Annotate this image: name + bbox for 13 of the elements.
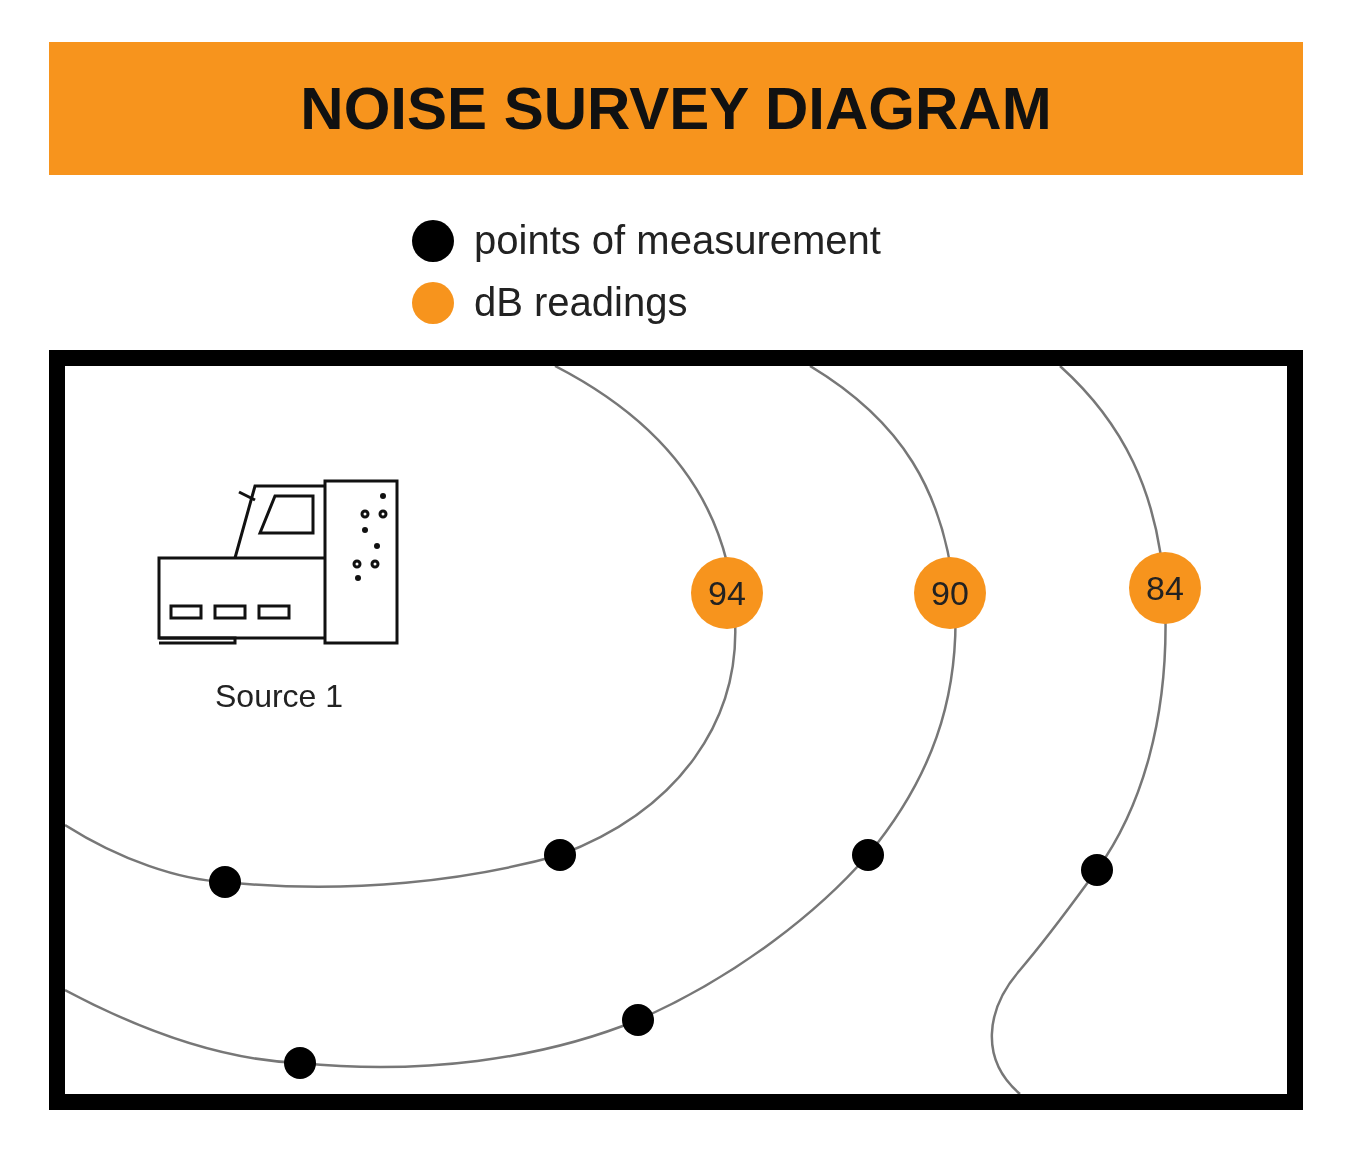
measurement-point: [544, 839, 576, 871]
db-value: 94: [708, 573, 746, 613]
measurement-point: [1081, 854, 1113, 886]
measurement-point: [622, 1004, 654, 1036]
legend-label: points of measurement: [474, 218, 881, 263]
measurement-point: [209, 866, 241, 898]
source-caption: Source 1: [215, 678, 344, 715]
db-value: 84: [1146, 568, 1184, 608]
measurement-point: [284, 1047, 316, 1079]
title: NOISE SURVEY DIAGRAM: [300, 74, 1052, 143]
db-value: 90: [931, 573, 969, 613]
legend-label: dB readings: [474, 280, 688, 325]
measurement-point: [852, 839, 884, 871]
